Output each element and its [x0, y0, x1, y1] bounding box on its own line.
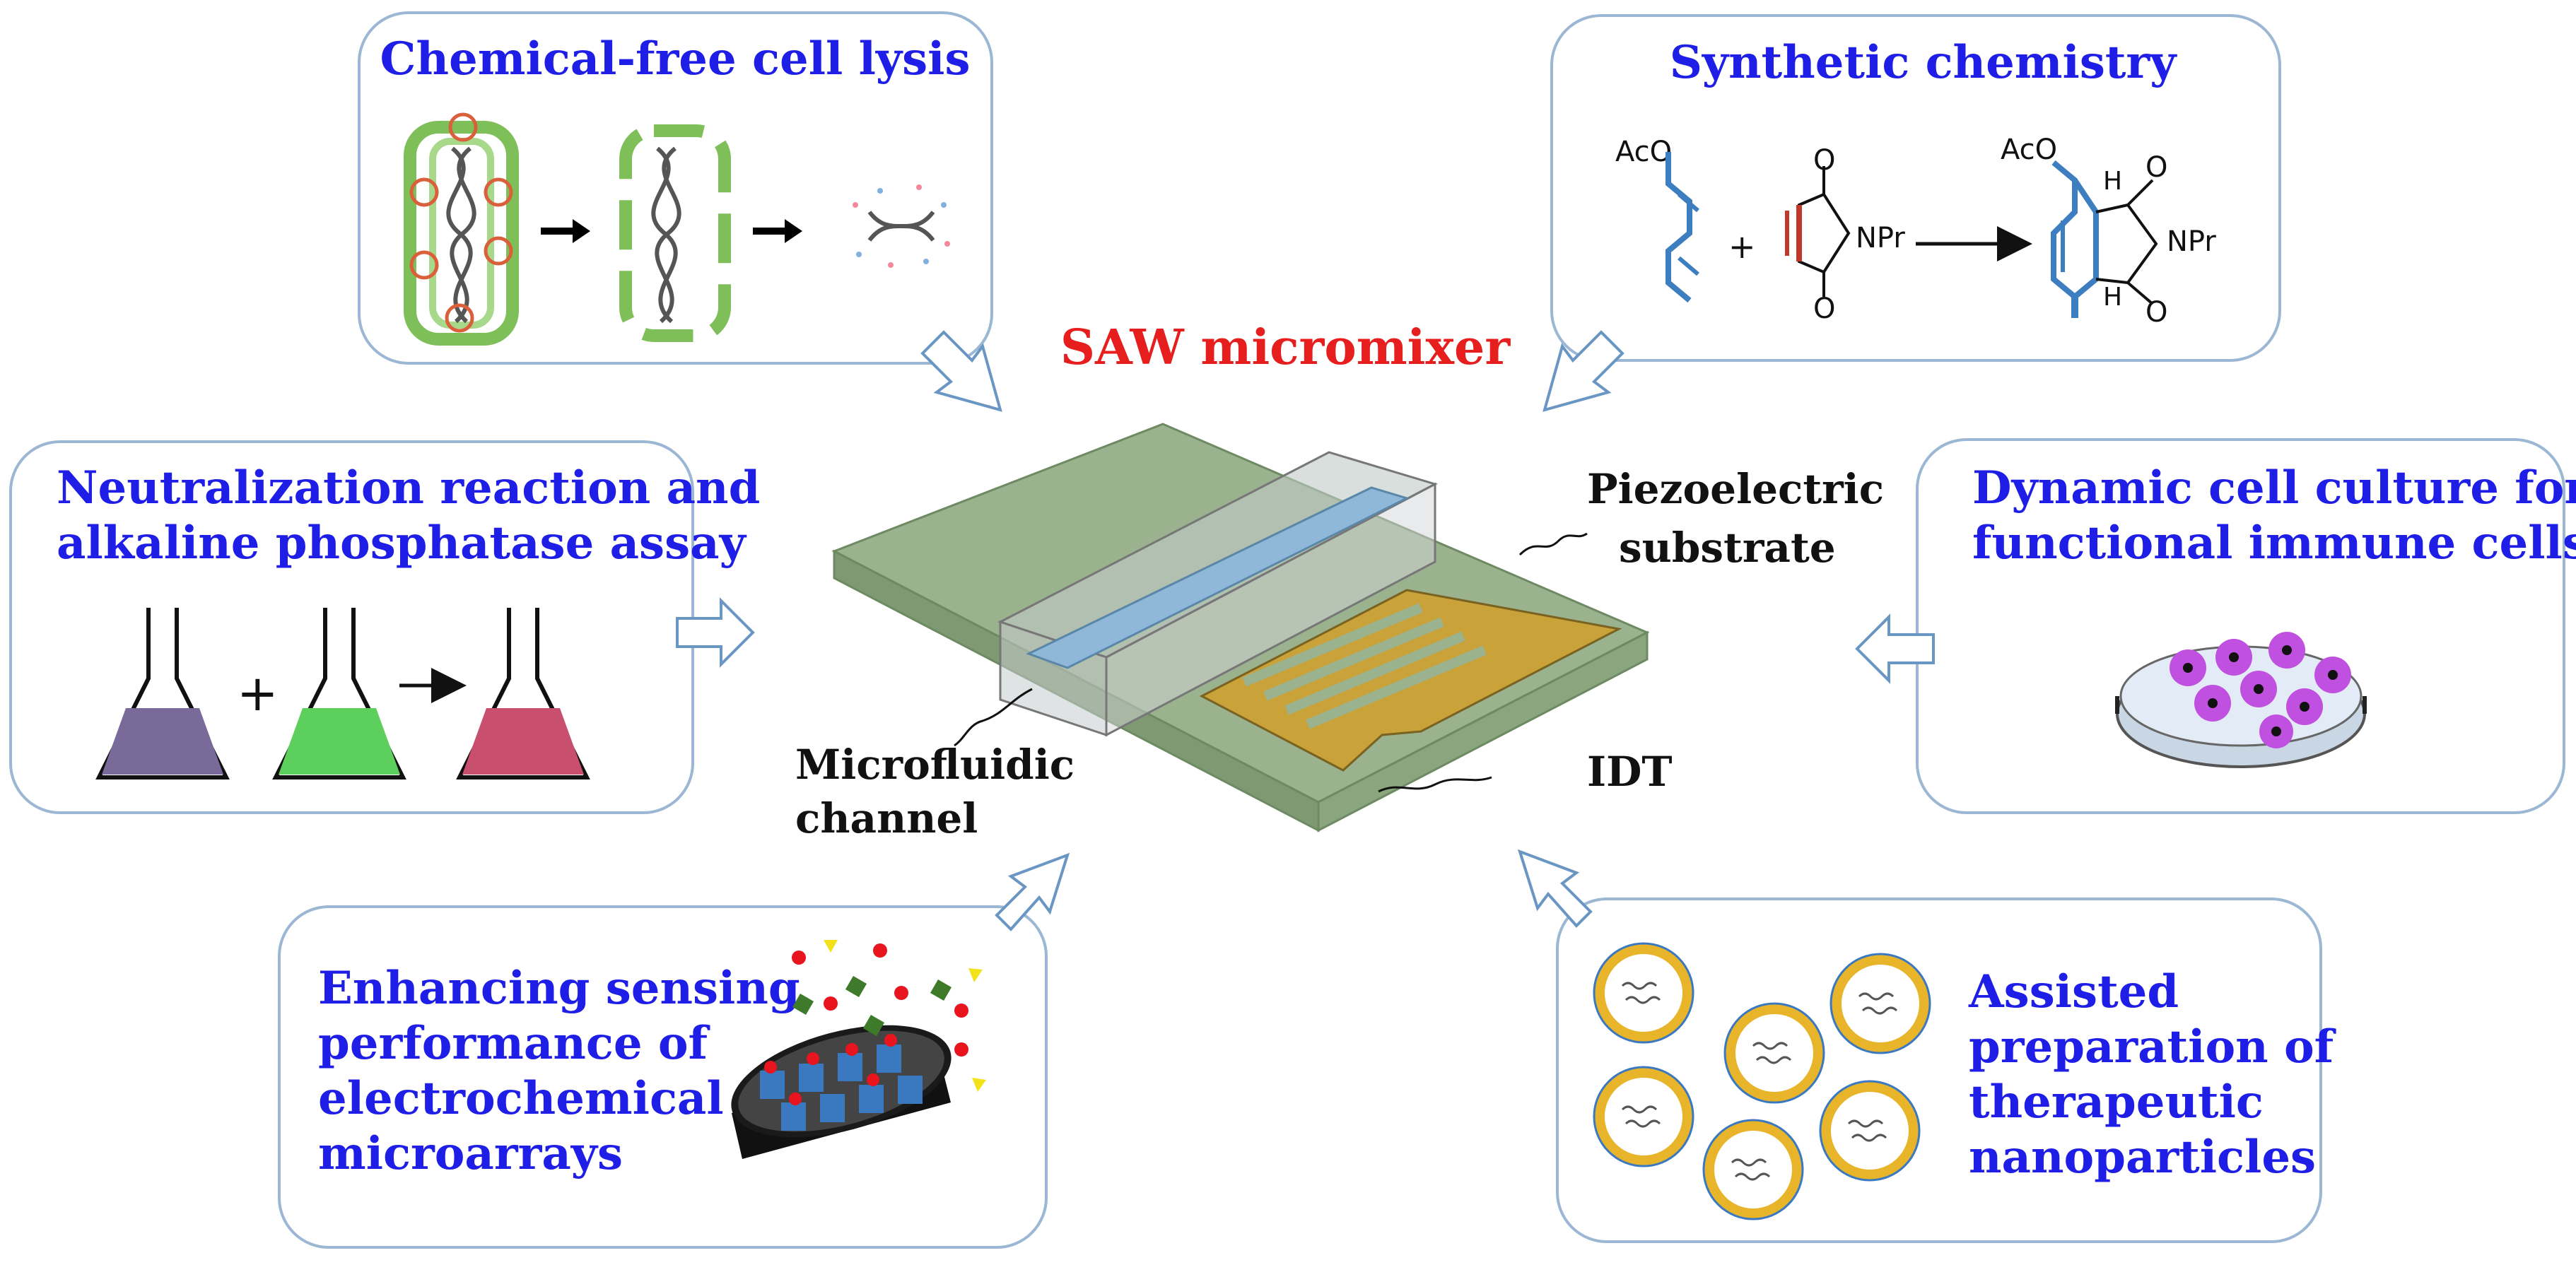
diene-structure	[1665, 152, 1692, 303]
microfluidic-channel	[997, 451, 1438, 737]
oxygen-label: O	[2145, 296, 2167, 329]
panel-sensing: Enhancing sensing performance of electro…	[278, 905, 1048, 1249]
panel-title-neutralization-line1: Neutralization reaction and	[57, 461, 760, 514]
h-label: H	[2103, 167, 2122, 196]
panel-title-nanoparticles-line2: preparation of	[1969, 1020, 2336, 1073]
arrow-icon	[920, 330, 1002, 412]
arrow-icon	[1517, 849, 1593, 928]
panel-cell-culture: Dynamic cell culture for functional immu…	[1916, 438, 2576, 814]
plus-label: +	[1728, 228, 1756, 266]
product-structure: AcO H H O O NPr	[2001, 134, 2216, 329]
arrow-icon	[1855, 613, 1935, 684]
maleimide-structure: O O NPr	[1785, 144, 1905, 325]
panel-title-synthetic: Synthetic chemistry	[1670, 36, 2177, 89]
panel-synthetic-chemistry: Synthetic chemistry AcO + O O NPr AcO H …	[1550, 14, 2281, 362]
panel-title-nanoparticles-line4: nanoparticles	[1969, 1131, 2316, 1184]
nanoparticles-icon	[1593, 942, 1931, 1220]
arrow-icon	[753, 219, 802, 243]
label-microfluidic: Microfluidic	[795, 741, 1075, 789]
panel-nanoparticles: Assisted preparation of therapeutic nano…	[1556, 898, 2336, 1243]
released-dna-icon	[853, 184, 950, 268]
intact-cell-icon	[404, 112, 519, 346]
connector-arrows	[676, 330, 1935, 931]
oxygen-label: O	[1813, 144, 1835, 177]
panel-title-lysis: Chemical-free cell lysis	[380, 33, 971, 86]
saw-device: SAW micromixer Piezoelectric substrate M…	[795, 319, 1884, 842]
oxygen-label: O	[1813, 293, 1835, 325]
label-channel: channel	[795, 794, 978, 842]
aco-label-right: AcO	[2001, 134, 2057, 166]
microarray-chip-icon	[731, 1025, 952, 1159]
panel-title-sensing-line4: microarrays	[318, 1127, 623, 1180]
npr-label: NPr	[2167, 225, 2216, 258]
leader-line	[1518, 532, 1588, 556]
panel-title-culture-line1: Dynamic cell culture for	[1972, 461, 2576, 514]
panel-neutralization: Neutralization reaction and alkaline pho…	[9, 440, 760, 814]
leader-line	[954, 688, 1033, 747]
npr-label: NPr	[1856, 222, 1905, 254]
leader-line	[1378, 776, 1492, 793]
arrow-icon	[676, 597, 755, 668]
center-title: SAW micromixer	[1060, 319, 1511, 376]
analyte-particles-icon	[792, 940, 986, 1092]
flask-purple-icon	[95, 608, 230, 779]
arrow-icon	[1542, 330, 1624, 412]
immune-cells	[2170, 632, 2351, 748]
arrow-icon	[995, 852, 1070, 931]
arrow-icon	[541, 219, 590, 243]
flask-green-icon	[272, 608, 406, 779]
panel-cell-lysis: Chemical-free cell lysis	[358, 11, 993, 365]
panel-frame	[1916, 438, 2565, 814]
label-substrate: substrate	[1619, 524, 1836, 572]
panel-title-culture-line2: functional immune cells	[1972, 517, 2576, 570]
panel-title-sensing-line3: electrochemical	[318, 1072, 724, 1125]
label-idt: IDT	[1587, 748, 1673, 796]
panel-title-sensing-line2: performance of	[318, 1017, 710, 1070]
panel-title-sensing-line1: Enhancing sensing	[318, 962, 800, 1015]
panel-title-neutralization-line2: alkaline phosphatase assay	[57, 517, 747, 570]
flask-red-icon	[456, 608, 590, 779]
ruptured-cell-icon	[619, 124, 731, 342]
idt-electrodes	[1199, 589, 1622, 772]
oxygen-label: O	[2145, 151, 2167, 184]
petri-dish-icon	[2115, 632, 2367, 768]
h-label: H	[2103, 283, 2122, 312]
aco-label-left: AcO	[1615, 136, 1672, 168]
panel-title-nanoparticles-line3: therapeutic	[1969, 1076, 2264, 1129]
label-piezoelectric: Piezoelectric	[1587, 465, 1884, 513]
panel-title-nanoparticles-line1: Assisted	[1968, 965, 2179, 1018]
plus-label: +	[237, 664, 279, 722]
